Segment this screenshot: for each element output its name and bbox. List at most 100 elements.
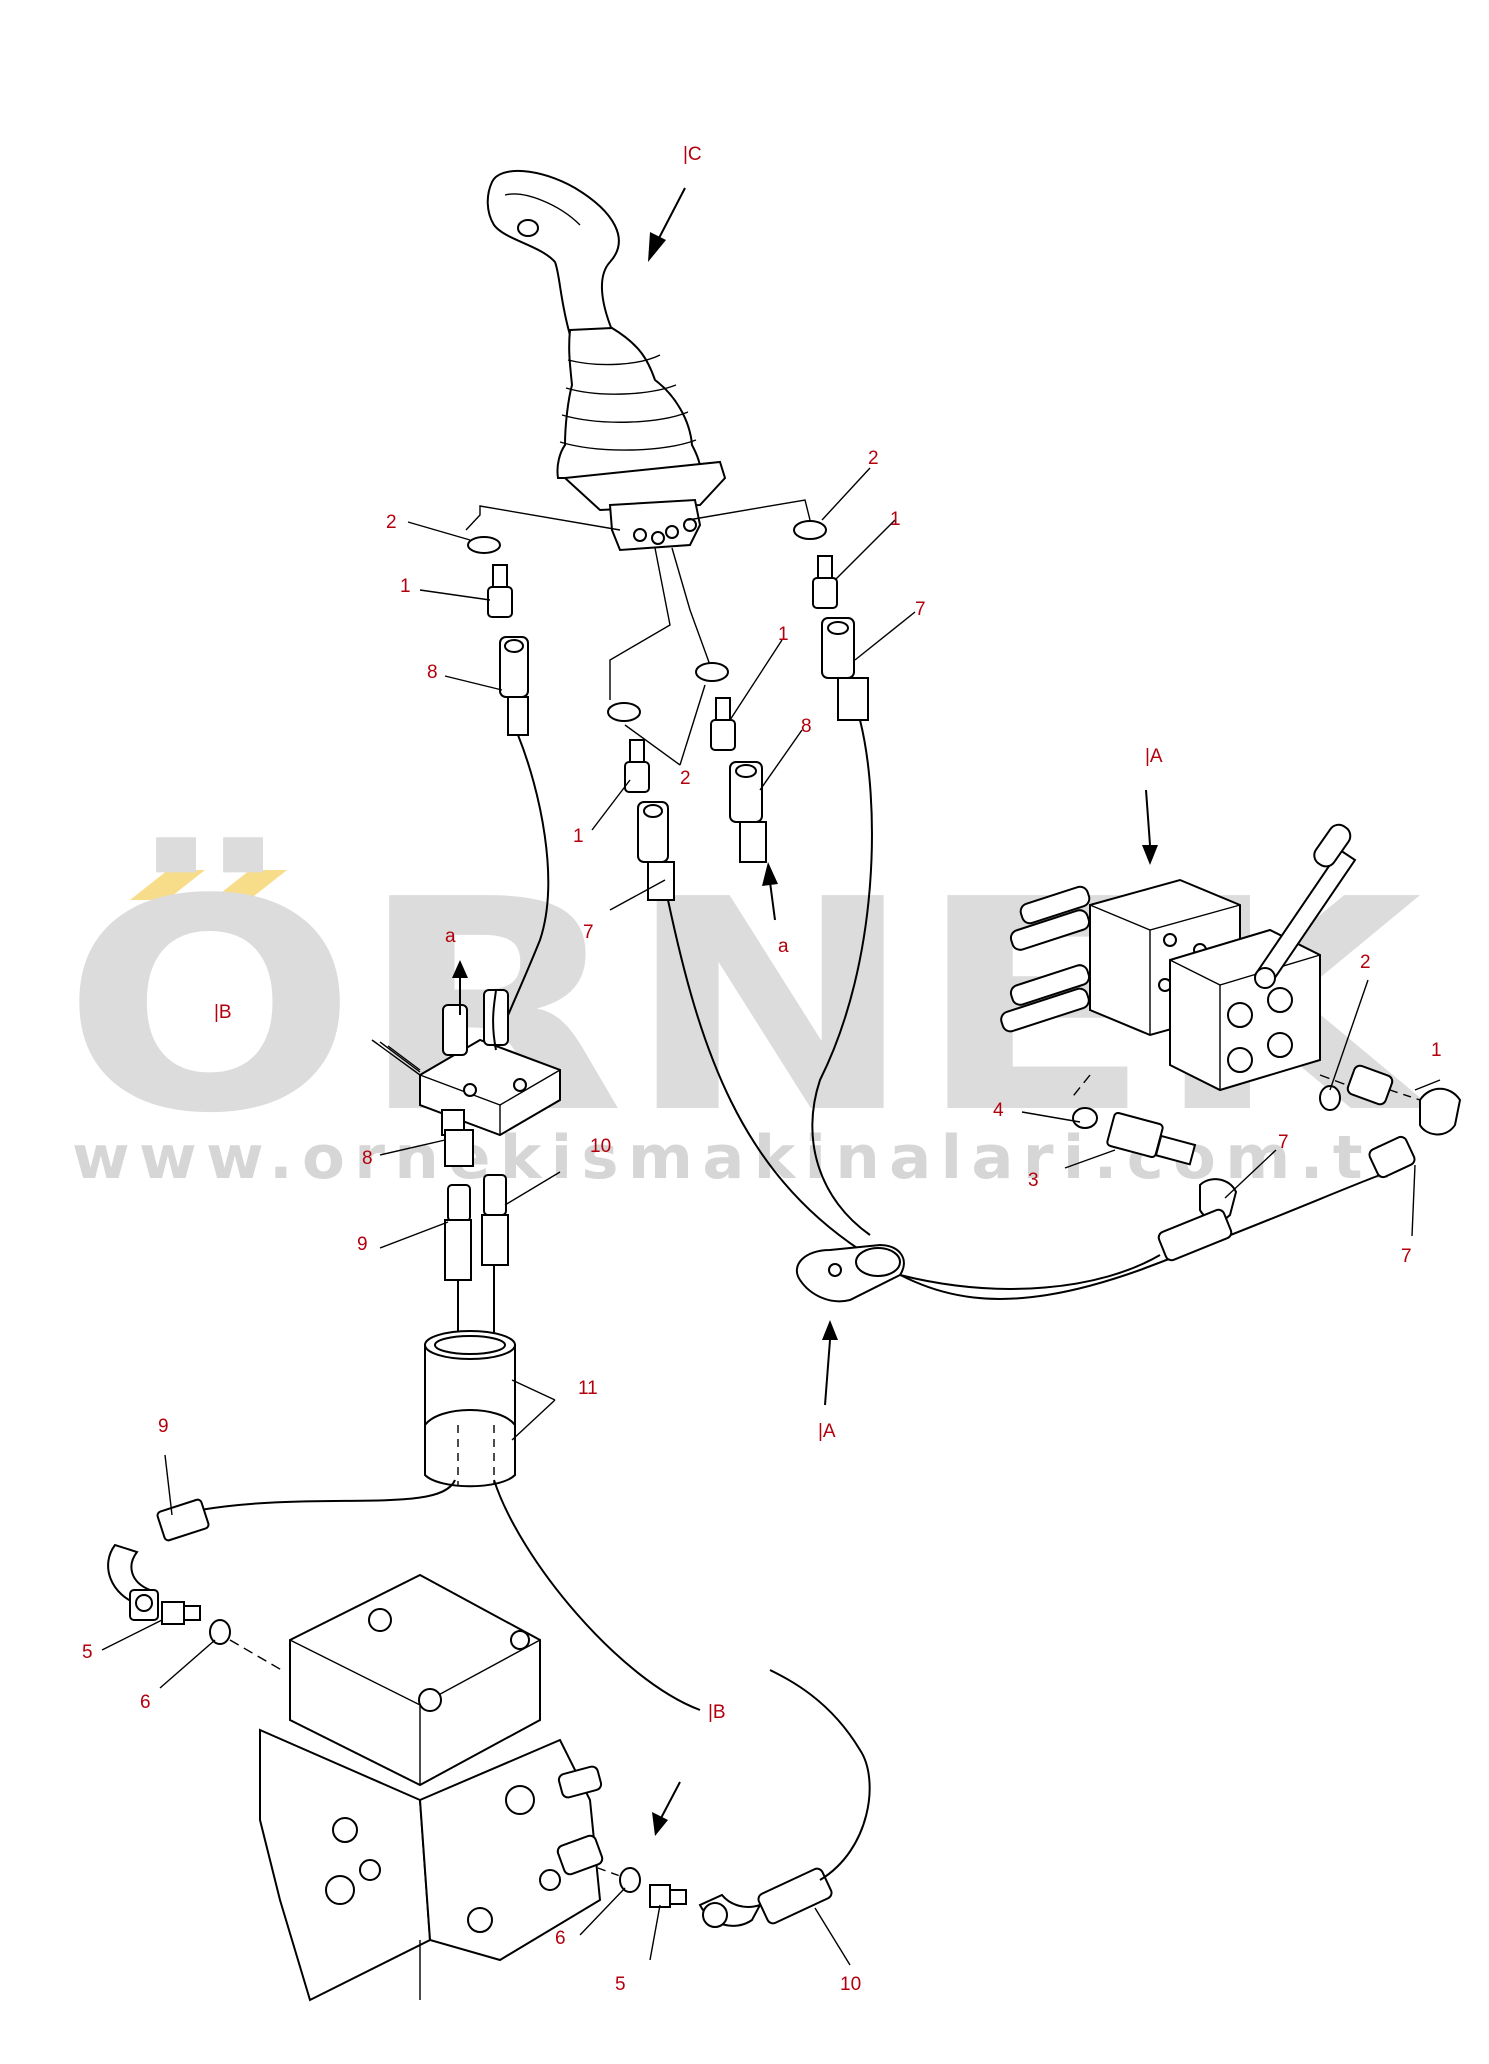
callout-1-lower: 1 xyxy=(573,826,584,847)
callout-7-valve: 7 xyxy=(1278,1132,1289,1153)
view-labels: |C |A |B |A |B a a xyxy=(214,144,1163,1723)
arrow-a-clamp-head xyxy=(822,1320,838,1340)
valve-body-right xyxy=(418,1738,602,1962)
clamp-bolt xyxy=(828,1263,842,1277)
callout-7-mid: 7 xyxy=(583,922,594,943)
joystick-handle xyxy=(486,170,620,337)
valve-bolt-3 xyxy=(510,1630,530,1650)
hose-to-elbow-9 xyxy=(199,1479,456,1511)
vb2-port-3 xyxy=(1227,1047,1253,1073)
hose-sleeve-mid-a xyxy=(647,861,675,901)
callout-7-right: 7 xyxy=(915,599,926,620)
right-hose-set xyxy=(793,520,873,1236)
view-label-a-valve: |A xyxy=(1145,746,1163,767)
fitting-10-block xyxy=(483,1174,507,1216)
callout-10-bottom: 10 xyxy=(840,1974,861,1995)
control-valve xyxy=(259,1573,604,2002)
axis-1-valve xyxy=(1389,1089,1421,1101)
valve-tube-2 xyxy=(1009,909,1091,951)
callout-11: 11 xyxy=(578,1378,598,1399)
callout-3-valve: 3 xyxy=(1028,1170,1039,1191)
adapter-left xyxy=(487,586,513,618)
middle-hose-set-a xyxy=(607,702,1381,1300)
vb2-port-1 xyxy=(1227,1002,1253,1028)
o-ring-mid-a xyxy=(607,702,641,722)
callout-1-valve: 1 xyxy=(1431,1040,1442,1061)
callout-9-lower: 9 xyxy=(158,1416,169,1437)
valve-bolt-2 xyxy=(418,1688,442,1712)
callout-1-mid: 1 xyxy=(778,624,789,645)
hose-end-9-lower xyxy=(156,1498,210,1542)
arrow-c xyxy=(648,187,686,262)
valve-tube-1 xyxy=(1019,885,1091,925)
boot-fold-4 xyxy=(559,439,697,451)
view-label-b-bottom: |B xyxy=(708,1702,726,1723)
vb1-port-1 xyxy=(1163,933,1177,947)
axis-6-lower xyxy=(229,1639,286,1673)
adapter-5-bottom-thread xyxy=(669,1889,687,1905)
valve-top-block xyxy=(289,1573,541,1787)
manifold-port-a xyxy=(463,1083,477,1097)
valve-port-1 xyxy=(332,1817,358,1843)
adapter-3-valve-thread xyxy=(1154,1134,1197,1166)
valve-port-2 xyxy=(359,1859,381,1881)
callout-4-valve: 4 xyxy=(993,1100,1004,1121)
arrow-c-shaft xyxy=(657,187,686,241)
hose-sleeve-mid-b xyxy=(739,821,767,863)
sleeve-upper-bore xyxy=(434,1335,506,1355)
adapter-5-lower xyxy=(161,1601,185,1625)
callout-2-left: 2 xyxy=(386,512,397,533)
hose-7-valve2 xyxy=(899,1254,1161,1290)
valve-lever-pivot xyxy=(1254,967,1276,989)
adapter-right xyxy=(812,577,838,609)
leader-lines xyxy=(101,467,1441,1966)
elbow-7-valve xyxy=(1419,1087,1462,1136)
valve-port-4 xyxy=(505,1785,535,1815)
o-ring-2-valve xyxy=(1319,1085,1341,1111)
manifold-block xyxy=(371,960,561,1335)
callout-10-block: 10 xyxy=(590,1136,611,1157)
callout-8-mid: 8 xyxy=(801,716,812,737)
adapter-5-bottom xyxy=(649,1884,671,1908)
o-ring-right xyxy=(793,520,827,540)
callout-2-valve: 2 xyxy=(1360,952,1371,973)
hose-end-mid-a-bore xyxy=(643,804,663,818)
valve-side-fitting-2 xyxy=(557,1765,603,1799)
hose-10-bottom xyxy=(769,1669,871,1881)
port-leader-left xyxy=(465,505,621,531)
port-2 xyxy=(651,531,665,545)
valve-tube-4 xyxy=(1000,987,1090,1033)
arrow-c-head xyxy=(648,232,666,262)
adapter-1-valve xyxy=(1346,1064,1394,1106)
manifold-port-b xyxy=(513,1078,527,1092)
hatched-arrow-b xyxy=(371,1039,421,1076)
middle-hose-set-b xyxy=(695,662,767,863)
o-ring-6-lower xyxy=(209,1619,231,1645)
protective-sleeve xyxy=(199,1330,701,1711)
hose-end-mid-b-bore xyxy=(735,764,757,778)
callout-6-lower: 6 xyxy=(140,1692,151,1713)
boot-fold-3 xyxy=(561,411,689,423)
arrow-a-valve-head xyxy=(1142,845,1158,865)
fitting-8-block xyxy=(444,1129,474,1167)
arrow-a-mid-head xyxy=(762,862,778,886)
view-label-c: |C xyxy=(683,144,702,165)
fitting-9-block xyxy=(447,1184,471,1222)
adapter-mid-a-thread xyxy=(629,739,645,763)
joystick-body xyxy=(608,498,702,552)
arrow-b-bottom-shaft xyxy=(659,1781,681,1821)
vb2-port-2 xyxy=(1267,987,1293,1013)
valve-port-3 xyxy=(325,1875,355,1905)
left-hose-set xyxy=(467,536,550,1051)
hose-end-7-valve2 xyxy=(1157,1208,1233,1262)
elbow-nut-9-lower-bore xyxy=(135,1594,153,1612)
port-3 xyxy=(665,525,679,539)
port-leader-right xyxy=(687,499,811,521)
adapter-mid-a xyxy=(624,761,650,793)
watermark-accent-right xyxy=(212,870,287,900)
valve-fittings xyxy=(899,1064,1462,1290)
callout-1-right: 1 xyxy=(890,509,901,530)
view-label-b-left: |B xyxy=(214,1002,232,1023)
o-ring-6-bottom xyxy=(619,1867,641,1893)
